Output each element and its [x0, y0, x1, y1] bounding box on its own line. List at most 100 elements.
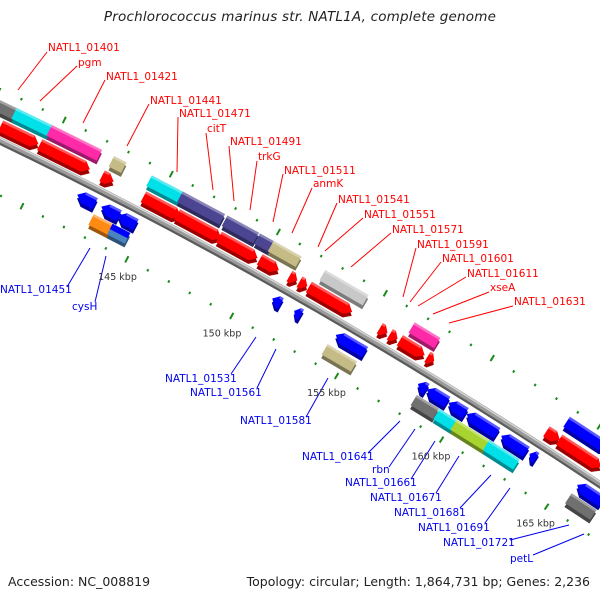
label-leader-line: [388, 428, 416, 468]
minor-tick: [0, 87, 2, 91]
map-title: Prochlorococcus marinus str. NATL1A, com…: [103, 9, 497, 25]
gene-label: anmK: [313, 178, 344, 190]
label-leader-line: [317, 202, 338, 248]
minor-tick: [62, 225, 66, 229]
gene-body: [221, 215, 260, 244]
gene-body: [11, 108, 53, 137]
minor-tick: [461, 451, 465, 455]
gene-highlight: [415, 394, 440, 411]
minor-tick: [319, 254, 323, 258]
major-tick: [438, 436, 445, 444]
gene-feature: [106, 223, 131, 248]
gene-feature: [99, 170, 114, 188]
gene-highlight: [50, 124, 103, 153]
gene-feature: [117, 213, 139, 234]
gene-feature: [423, 351, 435, 368]
gene-feature: [296, 276, 308, 293]
scale-label: 155 kbp: [307, 388, 346, 399]
gene-label: NATL1_01511: [284, 165, 356, 177]
minor-tick: [533, 383, 537, 387]
gene-label: NATL1_01571: [392, 224, 464, 236]
gene-body: [450, 419, 491, 452]
major-tick: [229, 312, 235, 320]
gene-highlight: [326, 344, 357, 364]
gene-feature: [271, 296, 284, 313]
gene-feature: [335, 333, 369, 362]
minor-tick: [426, 317, 430, 321]
major-tick: [333, 372, 340, 380]
minor-tick: [576, 410, 580, 414]
gene-label: NATL1_01721: [443, 537, 515, 549]
scale-label: 150 kbp: [203, 328, 242, 339]
label-leader-line: [509, 524, 570, 541]
gene-label: NATL1_01441: [150, 95, 222, 107]
minor-tick: [503, 477, 507, 481]
gene-body: [146, 175, 186, 204]
gene-highlight: [41, 139, 87, 164]
major-tick: [19, 202, 25, 210]
minor-tick: [105, 139, 109, 143]
gene-feature: [564, 493, 597, 524]
gene-highlight: [568, 416, 600, 443]
gene-body: [37, 139, 90, 172]
gene-label: NATL1_01601: [442, 253, 514, 265]
gene-body: [433, 408, 459, 431]
gene-feature: [293, 308, 305, 324]
gene-feature: [466, 412, 501, 443]
major-tick: [275, 228, 281, 236]
minor-tick: [405, 304, 409, 308]
gene-feature: [11, 108, 53, 140]
gene-feature: [448, 401, 469, 423]
gene-feature: [386, 329, 398, 346]
gene-highlight: [181, 191, 226, 217]
gene-label: NATL1_01471: [179, 108, 251, 120]
gene-label: NATL1_01631: [514, 296, 586, 308]
scale-label: 160 kbp: [412, 452, 451, 463]
gene-body: [77, 192, 98, 209]
gene-feature: [555, 434, 600, 472]
major-tick: [168, 170, 174, 178]
gene-feature: [576, 483, 600, 511]
label-leader-line: [94, 255, 107, 303]
gene-highlight: [272, 240, 302, 259]
gene-feature: [318, 269, 369, 310]
scale-label: 145 kbp: [98, 272, 137, 283]
accession-text: Accession: NC_008819: [8, 574, 151, 589]
major-tick: [543, 503, 550, 511]
backbone-line: [0, 137, 600, 487]
gene-label: NATL1_01561: [190, 387, 262, 399]
gene-body: [408, 322, 441, 349]
label-leader-line: [459, 474, 492, 509]
gene-label: NATL1_01401: [48, 42, 120, 54]
minor-tick: [0, 194, 3, 198]
gene-label: NATL1_01551: [364, 209, 436, 221]
label-leader-line: [367, 420, 401, 454]
gene-highlight: [455, 419, 491, 443]
gene-body: [0, 120, 39, 147]
gene-body-split: [109, 223, 131, 239]
gene-feature: [305, 281, 353, 318]
gene-body: [335, 333, 369, 358]
gene-label: petL: [510, 553, 533, 565]
minor-tick: [41, 107, 45, 112]
gene-highlight: [402, 335, 422, 349]
gene-label: trkG: [258, 151, 281, 163]
gene-highlight: [343, 333, 369, 350]
minor-tick: [83, 236, 87, 240]
minor-tick: [41, 214, 45, 219]
gene-feature: [417, 381, 430, 398]
gene-highlight: [429, 351, 434, 356]
gene-features: [0, 97, 600, 524]
gene-body: [466, 412, 501, 439]
gene-feature: [215, 231, 258, 264]
label-leader-line: [350, 232, 392, 268]
gene-highlight: [261, 254, 276, 264]
minor-tick: [356, 386, 360, 391]
gene-body: [376, 323, 388, 336]
gene-body: [272, 296, 284, 309]
genome-summary: Topology: circular; Length: 1,864,731 bp…: [246, 574, 590, 589]
label-leader-line: [324, 217, 364, 252]
gene-highlight: [413, 322, 441, 341]
major-tick: [61, 116, 67, 124]
